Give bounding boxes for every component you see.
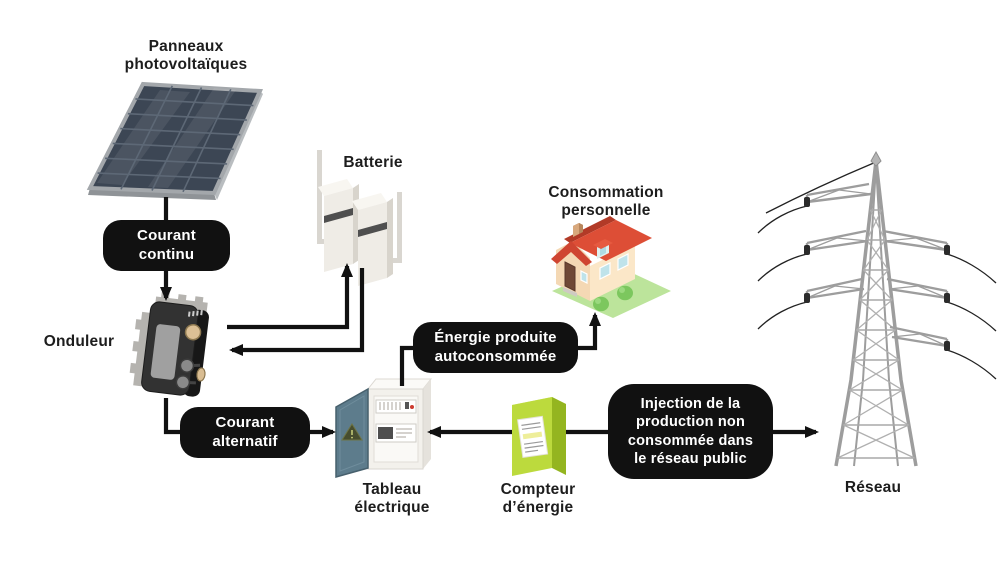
panels-label: Panneaux photovoltaïques [124, 38, 248, 74]
inverter-label: Onduleur [43, 333, 115, 350]
battery-icon [317, 150, 402, 286]
self-consumed-energy-pill: Énergie produite autoconsommée [413, 322, 578, 373]
meter-label: Compteur d’énergie [500, 481, 576, 517]
grid-injection-pill: Injection de la production non consommée… [608, 384, 773, 479]
electrical-panel-icon [335, 378, 433, 478]
battery-label: Batterie [343, 154, 403, 171]
arrow-inverter-to-battery [227, 263, 353, 330]
energy-meter-icon [512, 397, 566, 476]
switchboard-label: Tableau électrique [354, 481, 430, 517]
house-icon [551, 216, 671, 318]
consumption-label: Consommation personnelle [548, 184, 664, 220]
inverter-icon [129, 292, 209, 397]
ac-current-pill: Courant alternatif [180, 407, 310, 458]
transmission-tower-icon [757, 150, 997, 467]
grid-label: Réseau [844, 479, 902, 496]
solar-panel-icon [86, 81, 264, 200]
arrow-battery-to-inverter [229, 268, 365, 356]
dc-current-pill: Courant continu [103, 220, 230, 271]
